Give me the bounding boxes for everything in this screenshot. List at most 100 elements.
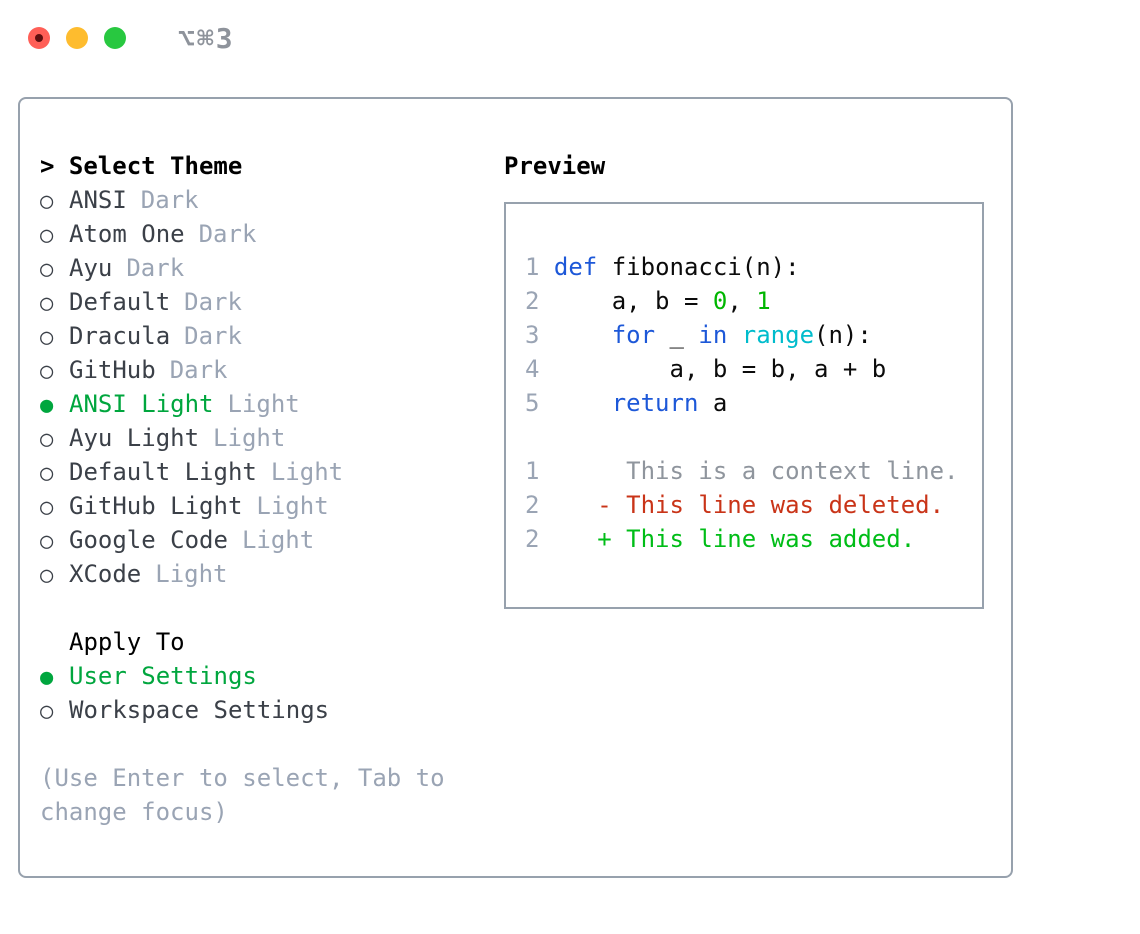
code-line: 2 a, b = 0, 1 bbox=[525, 284, 982, 318]
theme-variant-label: Light bbox=[241, 526, 315, 554]
theme-list-title: Select Theme bbox=[68, 152, 243, 180]
radio-icon: ○ bbox=[40, 325, 54, 350]
theme-option-label: Default Light bbox=[69, 458, 257, 486]
code-token: _ bbox=[655, 321, 699, 349]
preview-title: Preview bbox=[504, 152, 606, 180]
minimize-button-icon[interactable] bbox=[66, 27, 88, 49]
code-token bbox=[727, 321, 741, 349]
theme-option-label: GitHub bbox=[69, 356, 156, 384]
apply-to-title: Apply To bbox=[69, 628, 185, 656]
theme-option-label: Google Code bbox=[69, 526, 228, 554]
theme-option-github-light[interactable]: ○ GitHub Light Light bbox=[40, 489, 504, 523]
theme-option-google-code[interactable]: ○ Google Code Light bbox=[40, 523, 504, 557]
diff-text: - This line was deleted. bbox=[553, 491, 945, 519]
theme-option-github-dark[interactable]: ○ GitHub Dark bbox=[40, 353, 504, 387]
line-number: 4 bbox=[525, 355, 540, 383]
radio-icon: ○ bbox=[40, 461, 54, 486]
code-token: def bbox=[553, 253, 598, 281]
diff-context-line: 1 This is a context line. bbox=[525, 454, 982, 488]
radio-icon: ○ bbox=[40, 529, 54, 554]
code-token: fibonacci(n): bbox=[597, 253, 800, 281]
theme-option-label: ANSI bbox=[69, 186, 127, 214]
radio-icon: ○ bbox=[40, 223, 54, 248]
theme-option-dracula[interactable]: ○ Dracula Dark bbox=[40, 319, 504, 353]
line-number: 5 bbox=[525, 389, 540, 417]
line-number: 2 bbox=[525, 287, 540, 315]
radio-icon: ○ bbox=[40, 291, 54, 316]
code-line: 4 a, b = b, a + b bbox=[525, 352, 982, 386]
diff-text: This is a context line. bbox=[553, 457, 959, 485]
theme-option-label: ANSI Light bbox=[69, 390, 214, 418]
radio-icon: ○ bbox=[40, 359, 54, 384]
theme-option-ayu-light[interactable]: ○ Ayu Light Light bbox=[40, 421, 504, 455]
preview-code-box: 1 def fibonacci(n): 2 a, b = 0, 1 3 for … bbox=[504, 202, 984, 609]
diff-added-line: 2 + This line was added. bbox=[525, 522, 982, 556]
line-number: 1 bbox=[525, 253, 540, 281]
indent bbox=[40, 627, 69, 661]
code-token: a bbox=[698, 389, 728, 417]
focus-caret-icon: > bbox=[40, 152, 69, 180]
code-token: return bbox=[611, 389, 699, 417]
radio-icon: ○ bbox=[40, 189, 54, 214]
code-token: for bbox=[611, 321, 656, 349]
spacer bbox=[40, 591, 504, 625]
apply-option-user-settings[interactable]: ●User Settings bbox=[40, 659, 504, 693]
radio-icon: ○ bbox=[40, 699, 54, 724]
code-line: 3 for _ in range(n): bbox=[525, 318, 982, 352]
theme-variant-label: Light bbox=[270, 458, 344, 486]
code-token: range bbox=[741, 321, 815, 349]
zoom-button-icon[interactable] bbox=[104, 27, 126, 49]
radio-icon: ○ bbox=[40, 427, 54, 452]
theme-option-label: Ayu Light bbox=[69, 424, 200, 452]
theme-option-label: Atom One bbox=[69, 220, 185, 248]
code-line: 5 return a bbox=[525, 386, 982, 420]
radio-icon: ○ bbox=[40, 495, 54, 520]
theme-variant-label: Dark bbox=[184, 288, 242, 316]
code-token: 0 bbox=[712, 287, 728, 315]
theme-option-default-light[interactable]: ○ Default Light Light bbox=[40, 455, 504, 489]
diff-text: + This line was added. bbox=[553, 525, 916, 553]
theme-variant-label: Dark bbox=[169, 356, 228, 384]
preview-pane: Preview 1 def fibonacci(n): 2 a, b = 0, … bbox=[504, 149, 1011, 876]
theme-option-atom-one[interactable]: ○ Atom One Dark bbox=[40, 217, 504, 251]
theme-option-label: GitHub Light bbox=[69, 492, 243, 520]
line-number: 2 bbox=[525, 525, 540, 553]
theme-variant-label: Dark bbox=[198, 220, 257, 248]
apply-option-workspace-settings[interactable]: ○Workspace Settings bbox=[40, 693, 504, 727]
code-token: in bbox=[698, 321, 728, 349]
theme-list-header: > Select Theme bbox=[40, 149, 504, 183]
code-line: 1 def fibonacci(n): bbox=[525, 250, 982, 284]
theme-variant-label: Dark bbox=[126, 254, 185, 282]
line-number: 2 bbox=[525, 491, 540, 519]
radio-icon: ○ bbox=[40, 257, 54, 282]
code-token: a, b = b, a + b bbox=[553, 355, 887, 383]
line-number: 3 bbox=[525, 321, 540, 349]
code-token bbox=[554, 321, 612, 349]
radio-selected-icon: ● bbox=[40, 393, 54, 418]
theme-variant-label: Light bbox=[213, 424, 286, 452]
close-button-icon[interactable] bbox=[28, 27, 50, 49]
blank-line bbox=[525, 420, 982, 454]
theme-variant-label: Light bbox=[155, 560, 228, 588]
code-token: a, b = bbox=[553, 287, 713, 315]
code-token: (n): bbox=[814, 321, 872, 349]
theme-variant-label: Light bbox=[256, 492, 329, 520]
radio-icon: ○ bbox=[40, 563, 54, 588]
diff-deleted-line: 2 - This line was deleted. bbox=[525, 488, 982, 522]
line-number: 1 bbox=[525, 457, 540, 485]
theme-option-xcode[interactable]: ○ XCode Light bbox=[40, 557, 504, 591]
theme-variant-label: Dark bbox=[184, 322, 242, 350]
theme-option-label: XCode bbox=[69, 560, 142, 588]
theme-option-label: Dracula bbox=[69, 322, 171, 350]
theme-option-ansi-dark[interactable]: ○ ANSI Dark bbox=[40, 183, 504, 217]
titlebar: ⌥⌘3 bbox=[28, 22, 235, 55]
keyboard-hint: (Use Enter to select, Tab to change focu… bbox=[40, 764, 460, 826]
code-token bbox=[554, 389, 612, 417]
theme-variant-label: Dark bbox=[140, 186, 199, 214]
apply-to-header: Apply To bbox=[40, 625, 504, 659]
